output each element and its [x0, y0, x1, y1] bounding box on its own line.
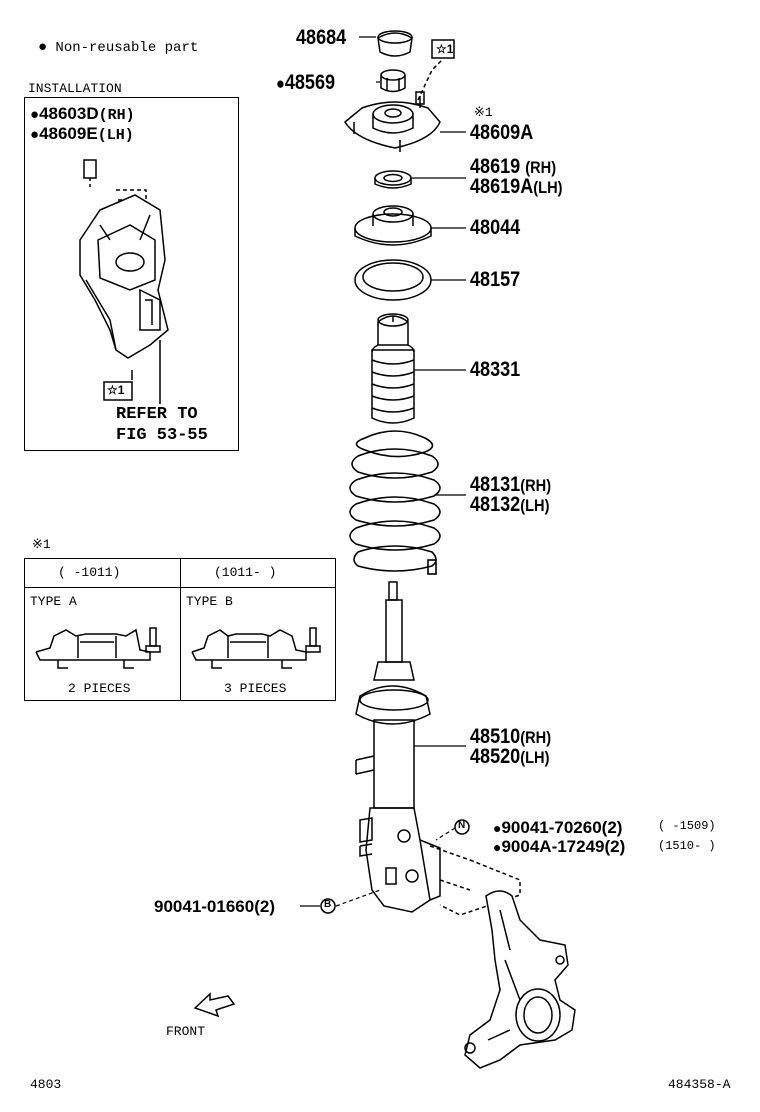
part-48331: 48331 [470, 358, 521, 381]
note1-col1-qty: 2 PIECES [68, 681, 131, 696]
footer-page-number: 4803 [30, 1077, 62, 1092]
part-48132-suffix: (LH) [520, 496, 550, 515]
installation-frame [24, 97, 239, 451]
note1-mark: ※1 [32, 537, 51, 552]
part-48132: 48132(LH) [470, 494, 549, 515]
type-a-mount-drawing [35, 627, 161, 669]
tag-top: ☆1 [436, 42, 454, 56]
note1-col2-header: (1011- ) [214, 565, 277, 580]
installation-tag: ☆1 [107, 383, 125, 397]
bump-stopper-drawing [371, 313, 415, 424]
circle-b-symbol [320, 898, 336, 914]
part-48569-number: 48569 [284, 71, 336, 94]
dust-cap-drawing [377, 30, 413, 57]
bolt1-tag: N [458, 820, 466, 831]
legend-text: Non-reusable part [55, 40, 199, 56]
bolt2-date: (1510- ) [658, 839, 716, 853]
strut-mount-drawing [344, 91, 441, 152]
note1-col2-type: TYPE B [186, 594, 233, 609]
bolt1: ●90041-70260(2) [493, 818, 623, 837]
note1-header-divider [24, 587, 336, 588]
tag-box-top [431, 39, 455, 59]
coil-spring-drawing [349, 430, 441, 575]
part-48520-number: 48520 [470, 745, 521, 768]
part-48131-number: 48131 [470, 473, 521, 496]
part-48619A-number: 48619A [470, 175, 534, 198]
part-48684: 48684 [296, 26, 347, 49]
circle-n-symbol [454, 819, 470, 835]
bolt1-date: ( -1509) [658, 819, 716, 833]
legend: ● Non-reusable part [38, 40, 198, 55]
footer-figure-id: 484358-A [668, 1077, 731, 1092]
installation-bracket-drawing [79, 159, 169, 404]
part-48131: 48131(RH) [470, 474, 551, 495]
tag-box-inset [103, 381, 133, 401]
note1-col1-header: ( -1011) [58, 565, 121, 580]
part-48044: 48044 [470, 216, 521, 239]
installation-title: INSTALLATION [28, 81, 122, 96]
part-48510-suffix: (RH) [520, 728, 552, 747]
bolt3-tag: B [324, 899, 332, 910]
bolt1-number: 90041-70260(2) [501, 818, 623, 837]
part-48131-suffix: (RH) [520, 476, 552, 495]
bolt3: 90041-01660(2) [154, 897, 275, 916]
part-48609A: 48609A [470, 121, 534, 144]
part-48569: ●48569 [276, 71, 336, 94]
type-b-mount-drawing [191, 627, 321, 669]
spring-seat-drawing [354, 205, 432, 246]
installation-part-lh-suffix: (LH) [97, 127, 134, 144]
part-48132-number: 48132 [470, 493, 521, 516]
legend-bullet: ● [38, 39, 48, 56]
leader-tag-top [417, 59, 443, 101]
part-48619-suffix: (RH) [525, 158, 557, 177]
part-48619-number: 48619 [470, 155, 521, 178]
part-48619: 48619 (RH) [470, 156, 556, 177]
installation-part-lh: ●48609E(LH) [30, 124, 134, 144]
installation-part-rh-suffix: (RH) [98, 107, 135, 124]
refer-line-2: FIG 53-55 [116, 426, 208, 445]
nut-drawing [380, 69, 406, 93]
installation-part-lh-number: 48609E [39, 124, 98, 143]
part-48520-suffix: (LH) [520, 748, 550, 767]
bolt2-number: 9004A-17249(2) [501, 837, 626, 856]
front-arrow-icon [193, 992, 236, 1018]
note1-column-divider [180, 558, 181, 701]
note1-col1-type: TYPE A [30, 594, 77, 609]
refer-line-1: REFER TO [116, 405, 198, 424]
mark-top: ※1 [474, 105, 493, 120]
part-48510-number: 48510 [470, 725, 521, 748]
leader-lines [300, 36, 466, 907]
part-48520: 48520(LH) [470, 746, 549, 767]
installation-part-rh: ●48603D(RH) [30, 104, 135, 124]
steering-knuckle-drawing [464, 890, 576, 1069]
part-48510: 48510(RH) [470, 726, 551, 747]
spring-insulator-drawing [354, 259, 432, 301]
leader-knuckle [429, 845, 521, 916]
note1-col2-qty: 3 PIECES [224, 681, 287, 696]
part-48619A: 48619A(LH) [470, 176, 562, 197]
bolt2: ●9004A-17249(2) [493, 837, 626, 856]
front-label: FRONT [166, 1024, 206, 1039]
part-48157: 48157 [470, 268, 521, 291]
installation-part-rh-number: 48603D [39, 104, 99, 123]
part-48619A-suffix: (LH) [533, 178, 563, 197]
shock-absorber-drawing [355, 581, 441, 913]
bearing-drawing [374, 170, 412, 189]
